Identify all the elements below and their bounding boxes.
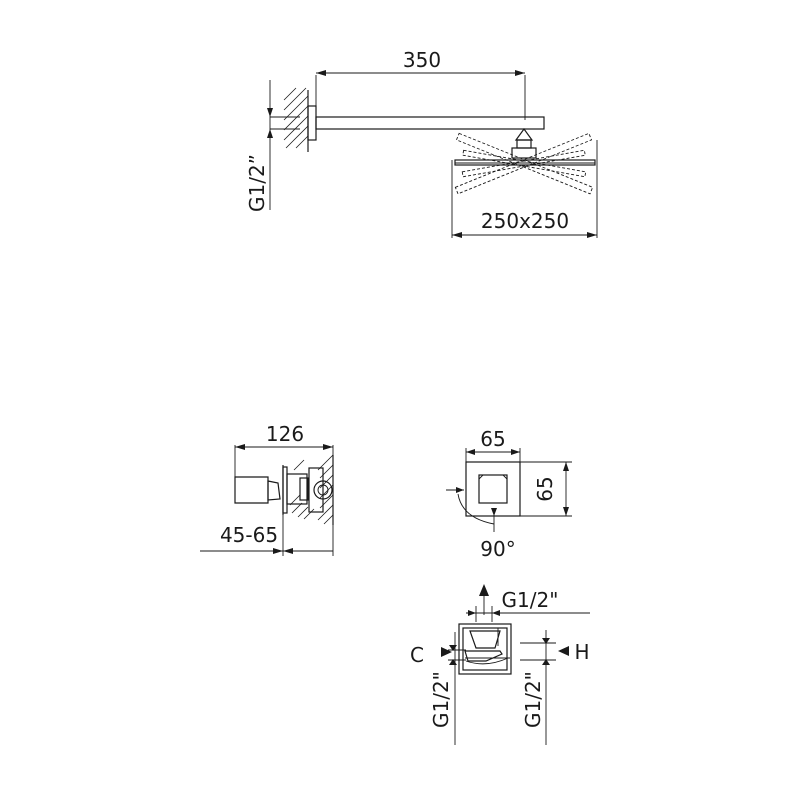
shower-head <box>454 132 596 195</box>
valve-body <box>286 473 308 505</box>
wall-flange <box>307 105 317 141</box>
valve-depth-label: 126 <box>266 422 304 446</box>
valve-cartridge <box>308 467 324 513</box>
trim-plate-view: 65 65 90° <box>446 427 572 561</box>
hot-inlet-arrow <box>558 646 569 656</box>
valve-handle <box>234 476 281 504</box>
wall-hatch <box>283 87 309 152</box>
shower-arm <box>315 116 545 130</box>
connection-internal <box>464 628 510 665</box>
trim-plate-inner <box>478 474 508 504</box>
cold-label: C <box>410 643 424 667</box>
swivel-joint <box>511 127 537 159</box>
trim-plate-outer <box>465 461 521 517</box>
top-outlet-thread-label: G1/2" <box>502 588 559 612</box>
cold-inlet-arrow <box>441 647 452 657</box>
rotation-label: 90° <box>480 537 515 561</box>
rotation-arrow <box>446 487 497 532</box>
plate-width-label: 65 <box>480 427 505 451</box>
valve-side-view: 126 45-65 <box>200 422 334 556</box>
right-inlet-thread-label: G1/2" <box>521 671 545 728</box>
head-size-label: 250x250 <box>481 209 569 233</box>
embed-range-label: 45-65 <box>220 523 278 547</box>
inlet-thread-label: G1/2” <box>245 154 269 212</box>
plate-height-label: 65 <box>533 476 557 501</box>
valve-connections-view: G1/2" C G1/2" H G1/2" <box>410 584 590 745</box>
hot-label: H <box>574 640 589 664</box>
outlet-arrow <box>479 584 489 596</box>
arm-length-label: 350 <box>403 48 441 72</box>
left-inlet-thread-label: G1/2" <box>429 671 453 728</box>
connection-body-outer <box>458 623 512 675</box>
shower-arm-view: G1/2” 350 <box>245 48 598 238</box>
